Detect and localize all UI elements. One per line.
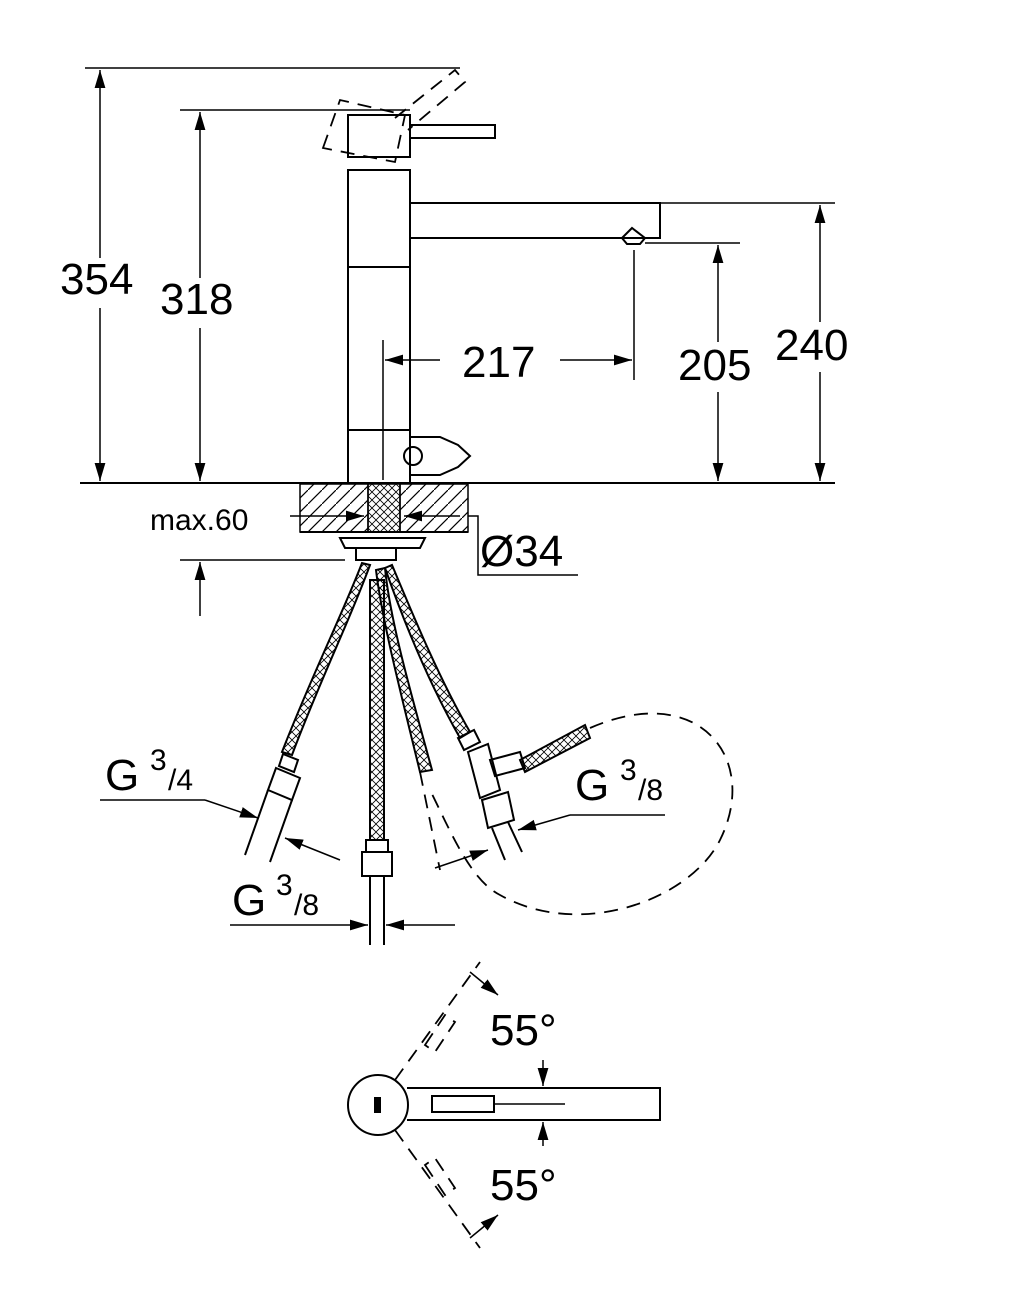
faucet-top-view: 55° 55°: [347, 961, 661, 1249]
mounting-washer: [355, 547, 397, 561]
handle-alt-position: [321, 98, 407, 164]
hose-middle-nut: [361, 851, 393, 877]
dim-354-label: 354: [60, 255, 133, 304]
top-view-body: [347, 1074, 409, 1136]
thread-label-right: G 3 /8: [434, 754, 665, 869]
handle-cap: [347, 114, 411, 158]
hose-left-nut: [266, 766, 302, 802]
pullout-loop: [429, 712, 734, 916]
hose-middle: [369, 579, 385, 841]
dim-205-label: 205: [678, 341, 751, 390]
spout-aerator: [620, 226, 647, 245]
dim-240-label: 240: [775, 321, 848, 370]
thread-left-g: G: [105, 751, 139, 800]
rotation-limit-right: [394, 1129, 481, 1249]
thread-left-num: 3: [150, 744, 167, 777]
thread-right-g: G: [575, 761, 609, 810]
thread-right-num: 3: [620, 754, 637, 787]
countertop-section: max.60 Ø34: [150, 483, 578, 616]
base-knob: [410, 436, 472, 476]
top-view-spout: [407, 1087, 661, 1121]
thread-label-left: G 3 /4: [100, 744, 341, 861]
hose-right-fitting: [466, 742, 502, 800]
base-knob-cap: [403, 446, 423, 466]
faucet-side-view: 354 318 217 205 240: [58, 67, 863, 484]
angle-bottom-label: 55°: [490, 1161, 557, 1210]
dim-318-label: 318: [160, 275, 233, 324]
thread-bottom-den: /8: [294, 889, 319, 922]
handle-lever: [410, 124, 496, 139]
thread-right-den: /8: [638, 774, 663, 807]
hose-left: [280, 561, 372, 757]
spout: [410, 202, 661, 239]
thread-bottom-num: 3: [276, 869, 293, 902]
thread-bottom-g: G: [232, 876, 266, 925]
supply-hoses: [244, 561, 734, 945]
thread-label-bottom: G 3 /8: [230, 869, 455, 931]
mounting-nut: [338, 537, 427, 549]
dim-217-label: 217: [462, 338, 535, 387]
dim-diameter-label: Ø34: [480, 527, 563, 576]
top-view-lever-mark: [374, 1097, 381, 1113]
angle-top-label: 55°: [490, 1006, 557, 1055]
handle-alt-lever: [394, 68, 467, 131]
dim-max60-label: max.60: [150, 504, 248, 537]
faucet-body: [347, 169, 411, 484]
rotation-limit-left: [394, 961, 481, 1081]
thread-left-den: /4: [168, 764, 193, 797]
